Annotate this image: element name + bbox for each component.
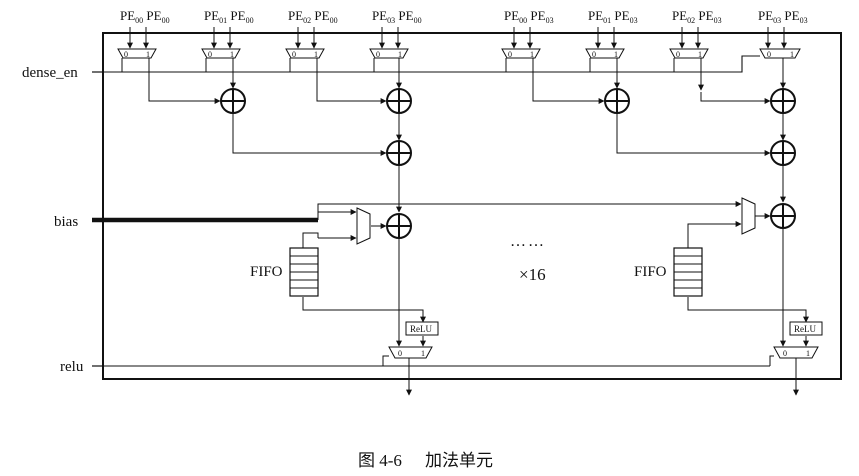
bias-label: bias	[54, 214, 78, 230]
mux-label-one: 1	[614, 50, 618, 59]
ellipsis: ……	[510, 233, 546, 250]
input-mux-3: 0 1	[369, 48, 409, 72]
relu-block-left	[405, 321, 439, 336]
dense-en-label: dense_en	[22, 65, 78, 81]
mux-label-zero: 0	[398, 349, 402, 358]
fifo-right	[673, 247, 703, 297]
input-mux-7: 0 1	[759, 48, 801, 59]
fifo-left-label: FIFO	[250, 264, 283, 280]
mux-label-one: 1	[398, 50, 402, 59]
repeat-count: ×16	[519, 265, 546, 284]
mux-label-zero: 0	[592, 50, 596, 59]
output-mux-left: 0 1	[388, 346, 433, 359]
mux-label-one: 1	[806, 349, 810, 358]
pe-input-label-right-0: PE00 PE03	[504, 8, 554, 25]
pe-input-label-left-1: PE01 PE00	[204, 8, 254, 25]
mux-label-zero: 0	[208, 50, 212, 59]
bias-mux-right	[741, 197, 756, 235]
pe-input-label-left-0: PE00 PE00	[120, 8, 170, 25]
mux-label-one: 1	[421, 349, 425, 358]
mux-label-one: 1	[530, 50, 534, 59]
mux-label-zero: 0	[676, 50, 680, 59]
right-adder-plus-icons	[605, 89, 795, 228]
input-mux-6: 0 1	[669, 48, 709, 72]
mux-label-zero: 0	[767, 50, 771, 59]
mux-label-zero: 0	[376, 50, 380, 59]
input-mux-2: 0 1	[285, 48, 325, 72]
mux-label-one: 1	[314, 50, 318, 59]
mux-label-one: 1	[146, 50, 150, 59]
bias-mux-left	[356, 207, 371, 245]
input-mux-0: 0 1	[117, 48, 157, 72]
mux-label-zero: 0	[508, 50, 512, 59]
mux-label-one: 1	[230, 50, 234, 59]
pe-input-labels: PE00 PE00 PE01 PE00 PE02 PE00 PE03 PE00 PE00…	[120, 8, 808, 25]
adder-unit-frame	[102, 32, 842, 380]
input-mux-1: 0 1	[201, 48, 241, 72]
dense-en-distribution	[103, 55, 760, 73]
pe-input-label-left-2: PE02 PE00	[288, 8, 338, 25]
mux-label-one: 1	[790, 50, 794, 59]
left-adder-plus-icons	[221, 89, 411, 238]
pe-input-label-right-1: PE01 PE03	[588, 8, 638, 25]
fifo-left	[289, 247, 319, 297]
relu-label: relu	[60, 359, 84, 375]
right-adder-wires	[317, 58, 809, 396]
figure-title: 加法单元	[425, 451, 493, 470]
relu-block-right	[789, 321, 823, 336]
figure-number: 图 4-6	[358, 451, 402, 470]
left-adder-wires	[148, 58, 426, 396]
pe-input-label-right-2: PE02 PE03	[672, 8, 722, 25]
output-mux-right: 0 1	[773, 346, 819, 359]
pe-input-label-left-3: PE03 PE00	[372, 8, 422, 25]
mux-label-zero: 0	[124, 50, 128, 59]
relu-block-left-label: ReLU	[410, 324, 432, 334]
fifo-right-label: FIFO	[634, 264, 667, 280]
left-input-arrows	[127, 27, 401, 49]
right-adders	[604, 88, 796, 229]
pe-input-label-right-3: PE03 PE03	[758, 8, 808, 25]
relu-block-right-label: ReLU	[794, 324, 816, 334]
mux-label-one: 1	[698, 50, 702, 59]
right-input-arrows	[511, 27, 787, 49]
left-adders	[220, 88, 412, 239]
input-mux-5: 0 1	[585, 48, 625, 72]
mux-label-zero: 0	[292, 50, 296, 59]
mux-label-zero: 0	[783, 349, 787, 358]
input-mux-4: 0 1	[501, 48, 541, 72]
